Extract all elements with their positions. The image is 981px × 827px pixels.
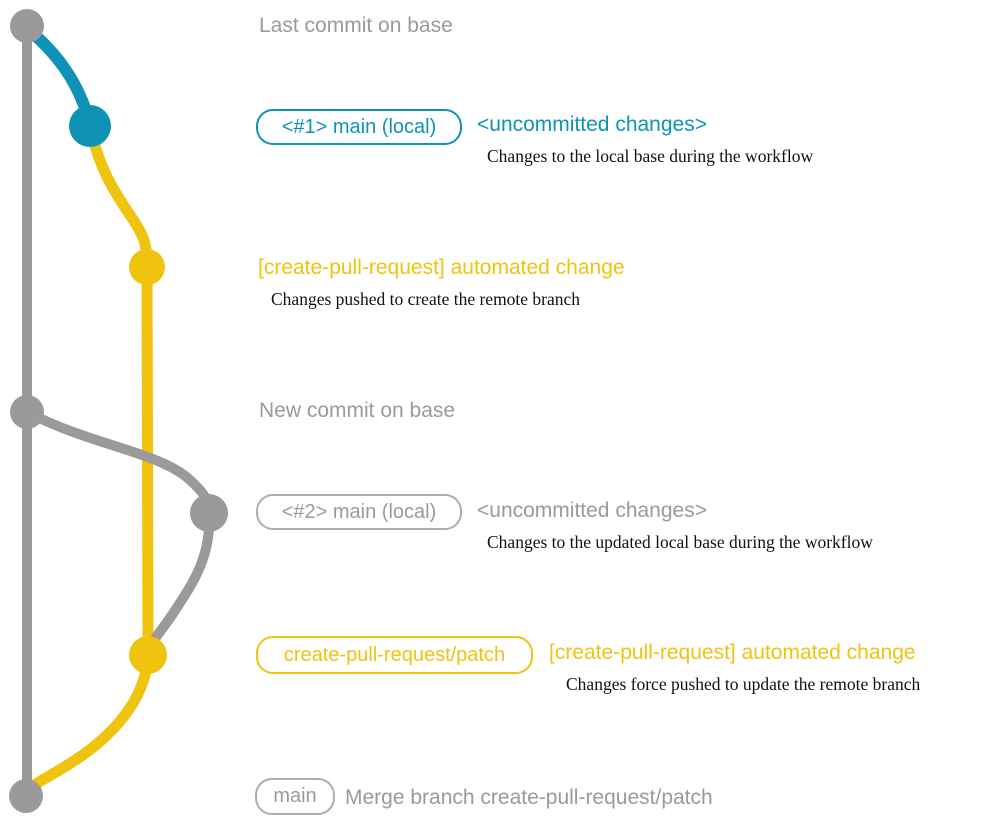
label-new-commit-on-base: New commit on base	[259, 399, 456, 422]
main-local-branch-curve	[25, 25, 95, 123]
title-uncommitted-changes-1: <uncommitted changes>	[477, 113, 707, 136]
desc-automated-change-1: Changes pushed to create the remote bran…	[271, 289, 581, 309]
badge-main-local-2-label: <#2> main (local)	[281, 500, 437, 523]
badge-patch-branch: create-pull-request/patch	[256, 636, 533, 674]
label-last-commit-on-base: Last commit on base	[259, 14, 453, 37]
desc-uncommitted-changes-1: Changes to the local base during the wor…	[487, 146, 814, 166]
commit-dot-uncommitted-1	[69, 105, 111, 147]
commit-dot-automated-1	[129, 249, 165, 285]
title-automated-change-1: [create-pull-request] automated change	[258, 256, 625, 279]
badge-main-local-1: <#1> main (local)	[256, 109, 462, 145]
title-automated-change-2: [create-pull-request] automated change	[549, 641, 916, 664]
patch-branch-curve-top	[84, 125, 153, 264]
badge-main-branch: main	[255, 778, 335, 815]
commit-dot-automated-2	[129, 636, 167, 674]
badge-main-branch-label: main	[273, 785, 317, 807]
title-uncommitted-changes-2: <uncommitted changes>	[477, 499, 707, 522]
patch-merge-curve	[22, 654, 154, 797]
base-rebase-curve-out	[24, 407, 214, 514]
badge-main-local-1-label: <#1> main (local)	[281, 115, 437, 138]
desc-automated-change-2: Changes force pushed to update the remot…	[566, 674, 921, 694]
base-rebase-curve-in	[144, 512, 215, 655]
title-merge-commit: Merge branch create-pull-request/patch	[345, 786, 713, 809]
desc-uncommitted-changes-2: Changes to the updated local base during…	[487, 532, 873, 552]
badge-patch-branch-label: create-pull-request/patch	[283, 643, 506, 666]
commit-dot-uncommitted-2	[190, 494, 228, 532]
commit-dot-last-base	[10, 9, 44, 43]
commit-dot-new-base	[10, 395, 44, 429]
badge-main-local-2: <#2> main (local)	[256, 494, 462, 530]
commit-dot-merge	[9, 779, 43, 813]
